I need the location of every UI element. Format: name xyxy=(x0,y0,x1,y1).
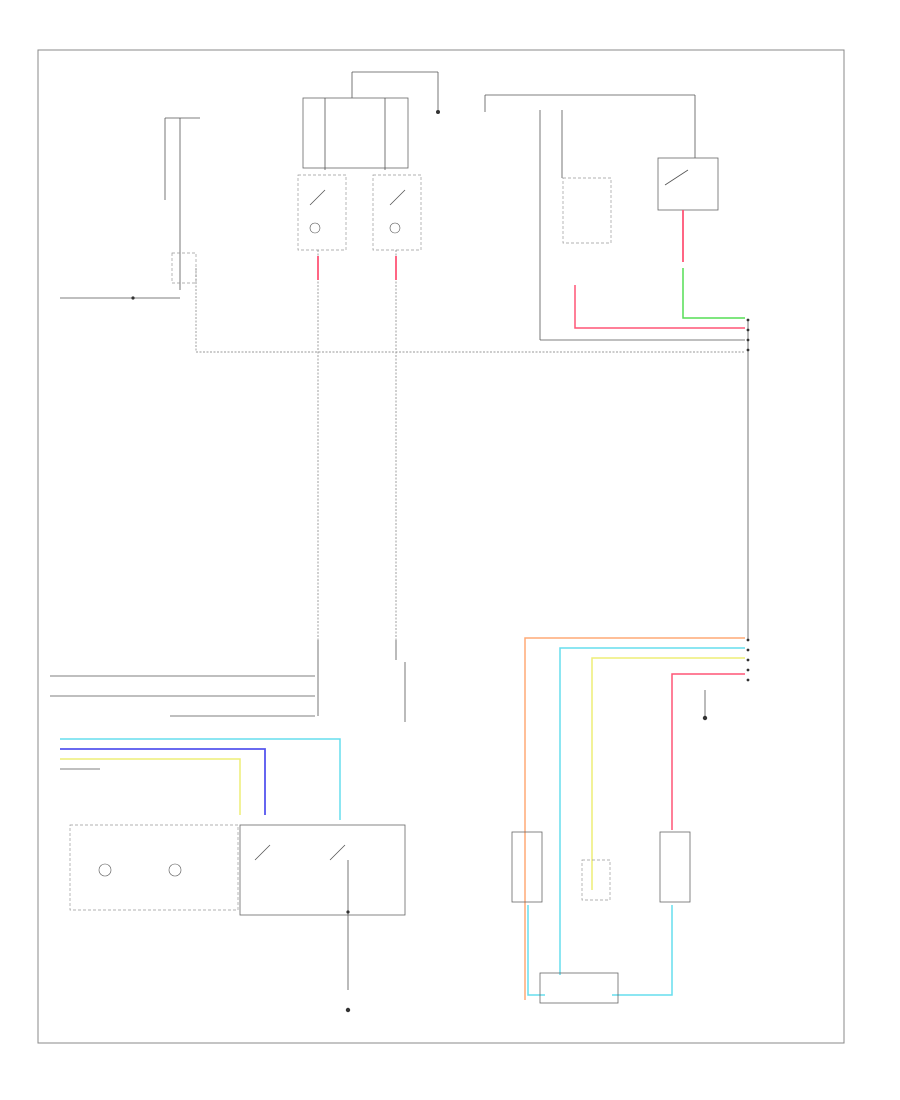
right-ground-dot xyxy=(702,715,708,721)
switch-unit xyxy=(657,157,719,211)
sensor-unit xyxy=(562,177,612,244)
bottom-right-sensors xyxy=(511,831,691,1004)
fuse-relay-block xyxy=(297,71,440,640)
blue-wire-left xyxy=(60,748,266,815)
orange-wire xyxy=(524,637,745,1000)
sensor-b xyxy=(581,859,611,901)
sensor-c xyxy=(659,831,691,903)
diagram-frame xyxy=(37,49,845,1044)
top-ground-dot xyxy=(436,110,440,114)
connector-block xyxy=(484,94,750,640)
red-wire-bottom xyxy=(671,673,745,830)
sensor-a xyxy=(511,831,543,903)
yellow-wire xyxy=(591,657,745,890)
bottom-ground-dot xyxy=(345,1007,351,1013)
red-wire-sensor xyxy=(574,285,745,329)
cyan-wire-2 xyxy=(527,905,545,996)
right-switch-unit xyxy=(239,824,406,916)
dl-relay-right xyxy=(372,174,422,251)
ecm-connector xyxy=(171,252,197,284)
bottom-connector xyxy=(539,972,619,1004)
cyan-wire-1 xyxy=(559,647,745,975)
receiver-block xyxy=(702,638,750,721)
left-lamp-unit xyxy=(69,824,239,911)
dl-relay-left xyxy=(297,174,347,251)
colored-wires-top xyxy=(317,210,745,329)
cyan-wire-3 xyxy=(612,905,673,996)
cyan-wire-left xyxy=(60,738,341,820)
colored-wires-bottom xyxy=(524,637,745,1000)
bottom-left-block xyxy=(50,640,406,1013)
fuse-box xyxy=(302,97,409,169)
ecm-block xyxy=(60,117,745,353)
yellow-wire-left xyxy=(60,758,241,815)
green-wire-switch xyxy=(682,268,745,319)
